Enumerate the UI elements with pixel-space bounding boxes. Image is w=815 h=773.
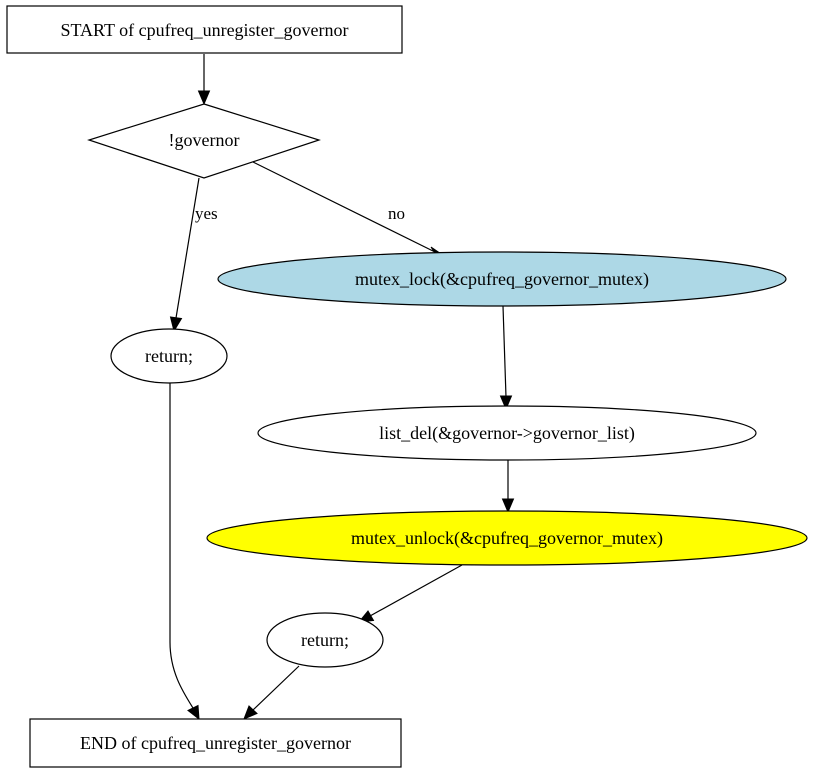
- node-list-del: list_del(&governor->governor_list): [257, 405, 757, 461]
- edge-lock-to-listdel: [502, 305, 507, 398]
- node-decision: !governor: [87, 103, 321, 179]
- edge-no: [252, 161, 436, 253]
- arrowhead: [243, 705, 258, 720]
- arrowhead: [169, 316, 183, 333]
- return-left-ellipse: [110, 328, 228, 384]
- end-box: [29, 718, 402, 768]
- list-del-label: list_del(&governor->governor_list): [379, 423, 635, 444]
- return-left-label: return;: [145, 346, 193, 366]
- list-del-ellipse: [257, 405, 757, 461]
- arrowhead: [187, 704, 200, 721]
- edge-return-left-to-end: [169, 383, 194, 709]
- mutex-lock-label: mutex_lock(&cpufreq_governor_mutex): [355, 269, 649, 290]
- node-mutex-lock: mutex_lock(&cpufreq_governor_mutex): [217, 251, 787, 307]
- edge-label-yes: yes: [195, 204, 218, 223]
- return-right-label: return;: [301, 630, 349, 650]
- return-right-ellipse: [266, 612, 384, 668]
- decision-diamond: [87, 103, 321, 179]
- arrowhead: [499, 395, 513, 411]
- mutex-unlock-label: mutex_unlock(&cpufreq_governor_mutex): [351, 528, 663, 549]
- node-return-right: return;: [266, 612, 384, 668]
- start-label: START of cpufreq_unregister_governor: [60, 20, 348, 40]
- edge-yes: [175, 177, 200, 319]
- edge-unlock-to-return: [369, 564, 463, 617]
- decision-label: !governor: [169, 130, 240, 150]
- start-box: [6, 5, 403, 54]
- node-start: START of cpufreq_unregister_governor: [6, 5, 403, 54]
- mutex-unlock-ellipse: [206, 510, 808, 566]
- edge-label-no: no: [388, 204, 405, 223]
- node-end: END of cpufreq_unregister_governor: [29, 718, 402, 768]
- arrowhead: [501, 498, 515, 514]
- end-label: END of cpufreq_unregister_governor: [80, 733, 351, 753]
- mutex-lock-ellipse: [217, 251, 787, 307]
- arrowhead: [197, 90, 211, 106]
- edges: yes no: [169, 54, 515, 721]
- node-mutex-unlock: mutex_unlock(&cpufreq_governor_mutex): [206, 510, 808, 566]
- node-return-left: return;: [110, 328, 228, 384]
- edge-return-right-to-end: [252, 665, 300, 711]
